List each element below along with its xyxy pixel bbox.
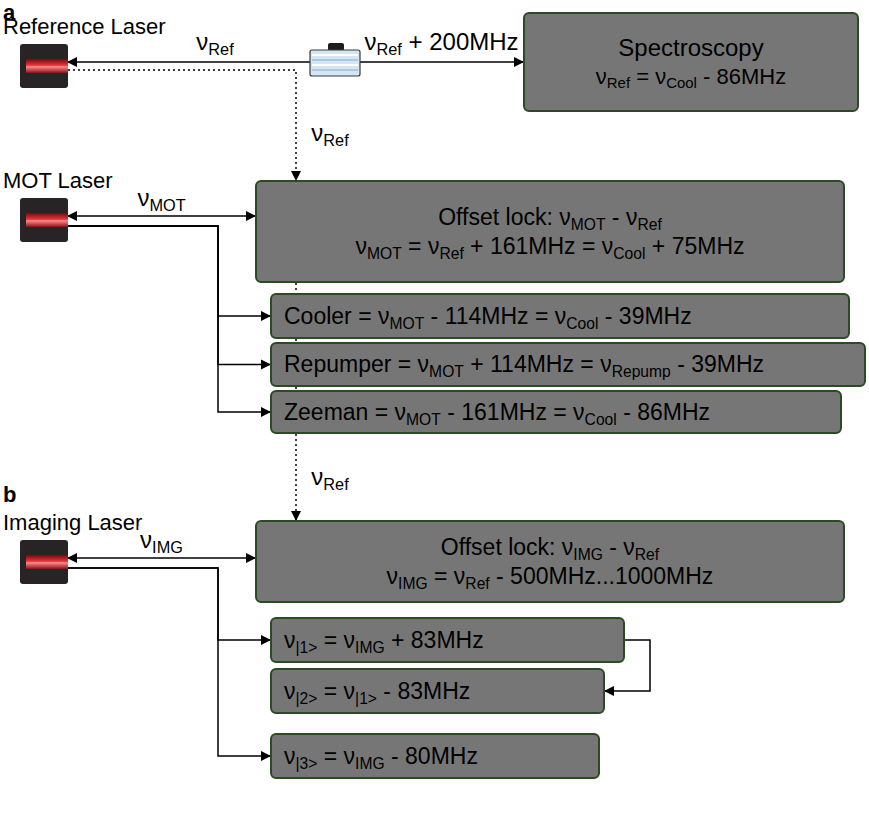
process-box: ν|2> = ν|1> - 83MHz (270, 668, 605, 714)
box-text: Offset lock: νMOT - νRef (438, 203, 662, 232)
laser-symbol: MOT Laser (20, 198, 68, 242)
beam-connector (68, 557, 255, 559)
laser-name: Imaging Laser (3, 510, 142, 536)
box-text: ν|3> = νIMG - 80MHz (284, 742, 478, 771)
box-subtext: νMOT = νRef + 161MHz = νCool + 75MHz (355, 232, 744, 261)
box-text: ν|2> = ν|1> - 83MHz (284, 677, 470, 706)
laser-symbol: Imaging Laser (20, 540, 68, 584)
aom-stripe (312, 54, 358, 56)
panel-letter: b (3, 482, 16, 508)
aom-stripe (312, 64, 358, 66)
beam-connector (68, 215, 255, 217)
box-text: Offset lock: νIMG - νRef (441, 533, 659, 562)
process-box: Offset lock: νMOT - νRefνMOT = νRef + 16… (255, 180, 845, 283)
process-box: ν|1> = νIMG + 83MHz (270, 617, 625, 663)
beam-connector (68, 568, 270, 640)
beam-connector (68, 226, 270, 316)
edge-label: νRef + 200MHz (362, 28, 520, 56)
aom-body (310, 50, 360, 76)
box-subtext: νRef = νCool - 86MHz (596, 63, 786, 91)
box-text: Zeeman = νMOT - 161MHz = νCool - 86MHz (284, 398, 710, 427)
laser-beam-tube (26, 59, 68, 73)
aom-stripe (312, 59, 358, 61)
reference-beam-connector (68, 70, 296, 180)
beam-label: νRef (196, 28, 233, 56)
aom-stripe (312, 69, 358, 71)
edge-label: νRef (309, 463, 350, 491)
beam-connector (68, 226, 270, 365)
laser-symbol: Reference Laser (20, 44, 68, 88)
panel-letter: a (3, 0, 15, 26)
beam-connector (68, 61, 523, 63)
box-text: Repumper = νMOT + 114MHz = νRepump - 39M… (284, 350, 764, 379)
edge-label: νRef (309, 119, 350, 147)
laser-name: MOT Laser (3, 168, 113, 194)
process-box: Offset lock: νIMG - νRefνIMG = νRef - 50… (255, 520, 845, 603)
beam-connector (68, 226, 270, 412)
box-text: Spectroscopy (618, 33, 763, 63)
beam-connector (68, 568, 270, 756)
box-subtext: νIMG = νRef - 500MHz...1000MHz (387, 562, 714, 591)
laser-beam-tube (26, 213, 68, 227)
laser-name: Reference Laser (3, 14, 166, 40)
box-text: Cooler = νMOT - 114MHz = νCool - 39MHz (284, 302, 692, 331)
edge-label: νMOT (135, 184, 187, 212)
box-text: ν|1> = νIMG + 83MHz (284, 626, 484, 655)
laser-beam-tube (26, 555, 68, 569)
aom-symbol (310, 43, 360, 76)
process-box: SpectroscopyνRef = νCool - 86MHz (523, 12, 859, 112)
process-box: Zeeman = νMOT - 161MHz = νCool - 86MHz (270, 390, 842, 434)
process-box: ν|3> = νIMG - 80MHz (270, 733, 600, 779)
process-box: Cooler = νMOT - 114MHz = νCool - 39MHz (270, 293, 850, 339)
process-box: Repumper = νMOT + 114MHz = νRepump - 39M… (270, 342, 866, 387)
edge-label: νIMG (138, 526, 185, 554)
